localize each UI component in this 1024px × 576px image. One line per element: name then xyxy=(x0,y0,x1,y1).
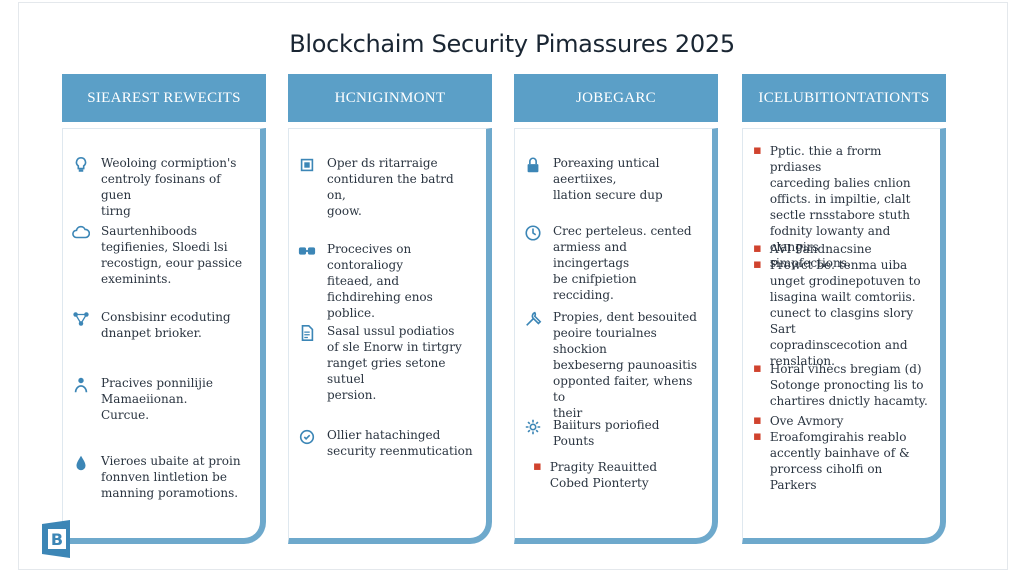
list-item: Weoloing cormiption's centroly fosinans … xyxy=(71,155,250,219)
item-text: Saurtenhiboods tegifienies, Sloedi lsi r… xyxy=(101,224,243,286)
item-text: Vieroes ubaite at proin fonnven lintleti… xyxy=(101,454,241,500)
bullet-icon: ▪ xyxy=(753,361,762,376)
list-item: ▪ Pptic. thie a frorm prdiases carceding… xyxy=(753,143,930,271)
item-text: Ollier hatachinged security reenmuticati… xyxy=(327,428,473,458)
item-text: Procecives on contoraliogy fiteaed, and … xyxy=(327,242,433,320)
column-3-header: JOBEGARC xyxy=(514,74,718,122)
item-text: Crec perteleus. cented armiess and incin… xyxy=(553,224,692,302)
shield-icon xyxy=(297,427,317,447)
list-item: ▪ Prewct be. tenma uiba unget grodinepot… xyxy=(753,257,930,369)
list-item: Saurtenhiboods tegifienies, Sloedi lsi r… xyxy=(71,223,250,287)
item-text: Baiiturs poriofied Pounts xyxy=(553,418,660,448)
list-item: Vieroes ubaite at proin fonnven lintleti… xyxy=(71,453,250,501)
list-item: Crec perteleus. cented armiess and incin… xyxy=(523,223,702,303)
list-item: ▪ Pragity Reauitted Cobed Pionterty xyxy=(533,459,702,491)
column-2-body: Oper ds ritarraige contiduren the batrd … xyxy=(288,128,492,544)
bullet-icon: ▪ xyxy=(533,459,542,474)
item-text: Pracives ponnilijie Mamaeiionan. Curcue. xyxy=(101,376,213,422)
item-text: Pragity Reauitted Cobed Pionterty xyxy=(549,460,657,490)
item-text: AVI Pandnacsine xyxy=(769,242,872,256)
list-item: Propies, dent besouited peoire tourialne… xyxy=(523,309,702,421)
list-item: Consbisinr ecoduting dnanpet brioker. xyxy=(71,309,250,341)
column-2: HCNIGINMONT Oper ds ritarraige contidure… xyxy=(288,74,492,544)
list-item: Sasal ussul podiatios of sle Enorw in ti… xyxy=(297,323,476,403)
poster-frame xyxy=(18,2,1008,570)
item-text: Eroafomgirahis reablo accently bainhave … xyxy=(769,430,910,492)
bulb-icon xyxy=(71,155,91,175)
lock-icon xyxy=(523,155,543,175)
bullet-icon: ▪ xyxy=(753,413,762,428)
item-text: Oper ds ritarraige contiduren the batrd … xyxy=(327,156,454,218)
list-item: Poreaxing untical aeertiixes, llation se… xyxy=(523,155,702,203)
cloud-icon xyxy=(71,223,91,243)
list-item: Oper ds ritarraige contiduren the batrd … xyxy=(297,155,476,219)
item-text: Horal vihecs bregiam (d) Sotonge pronoct… xyxy=(769,362,928,408)
list-item: Baiiturs poriofied Pounts xyxy=(523,417,702,449)
column-4-body: ▪ Pptic. thie a frorm prdiases carceding… xyxy=(742,128,946,544)
item-text: Pptic. thie a frorm prdiases carceding b… xyxy=(769,144,911,270)
item-text: Propies, dent besouited peoire tourialne… xyxy=(553,310,698,420)
drop-icon xyxy=(71,453,91,473)
bullet-icon: ▪ xyxy=(753,241,762,256)
link-icon xyxy=(297,241,317,261)
item-text: Poreaxing untical aeertiixes, llation se… xyxy=(553,156,663,202)
chip-icon xyxy=(297,155,317,175)
gear-icon xyxy=(523,417,543,437)
column-1: SIEAREST REWECITS Weoloing cormiption's … xyxy=(62,74,266,544)
list-item: Pracives ponnilijie Mamaeiionan. Curcue. xyxy=(71,375,250,423)
item-text: Consbisinr ecoduting dnanpet brioker. xyxy=(101,310,231,340)
person-icon xyxy=(71,375,91,395)
item-text: Sasal ussul podiatios of sle Enorw in ti… xyxy=(327,324,462,402)
network-icon xyxy=(71,309,91,329)
wrench-icon xyxy=(523,309,543,329)
list-item: Ollier hatachinged security reenmuticati… xyxy=(297,427,476,459)
logo-letter: B xyxy=(51,530,63,549)
item-text: Weoloing cormiption's centroly fosinans … xyxy=(101,156,237,218)
column-3: JOBEGARC Poreaxing untical aeertiixes, l… xyxy=(514,74,718,544)
column-2-header: HCNIGINMONT xyxy=(288,74,492,122)
document-icon xyxy=(297,323,317,343)
page-title: Blockchaim Security Pimassures 2025 xyxy=(289,30,735,58)
column-1-header: SIEAREST REWECITS xyxy=(62,74,266,122)
list-item: ▪ Horal vihecs bregiam (d) Sotonge prono… xyxy=(753,361,930,409)
column-1-body: Weoloing cormiption's centroly fosinans … xyxy=(62,128,266,544)
list-item: ▪ Eroafomgirahis reablo accently bainhav… xyxy=(753,429,930,493)
bullet-icon: ▪ xyxy=(753,257,762,272)
column-4: ICELUBITIONTATIONTS ▪ Pptic. thie a fror… xyxy=(742,74,946,544)
brand-logo: B xyxy=(36,520,76,558)
item-text: Ove Avmory xyxy=(769,414,844,428)
column-4-header: ICELUBITIONTATIONTS xyxy=(742,74,946,122)
bullet-icon: ▪ xyxy=(753,429,762,444)
list-item: ▪ Ove Avmory xyxy=(753,413,930,429)
clock-icon xyxy=(523,223,543,243)
column-3-body: Poreaxing untical aeertiixes, llation se… xyxy=(514,128,718,544)
list-item: Procecives on contoraliogy fiteaed, and … xyxy=(297,241,476,321)
item-text: Prewct be. tenma uiba unget grodinepotuv… xyxy=(769,258,921,368)
list-item: ▪ AVI Pandnacsine xyxy=(753,241,930,257)
bullet-icon: ▪ xyxy=(753,143,762,158)
